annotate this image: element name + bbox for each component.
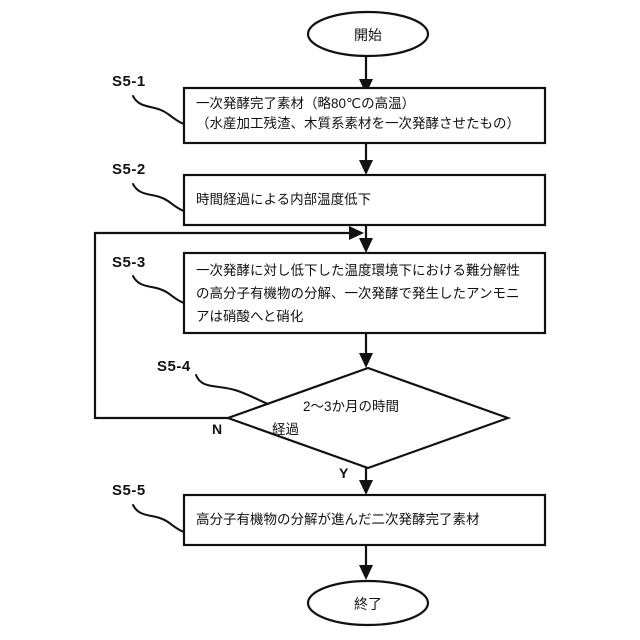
s5-1-leader-line bbox=[132, 95, 185, 125]
end-terminal-shape bbox=[306, 579, 430, 627]
s5-1-text-line-2: （水産加工残渣、木質系素材を一次発酵させたもの） bbox=[196, 116, 520, 131]
s5-5-box-shape bbox=[182, 493, 547, 547]
step-label-s5-3: S5-3 bbox=[112, 254, 146, 271]
step-label-s5-2: S5-2 bbox=[112, 161, 146, 178]
arrowhead-s5-2-to-s5-3 bbox=[359, 238, 373, 253]
arrowhead-s5-3-to-s5-4 bbox=[359, 353, 373, 368]
arrowhead-s5-4-to-s5-5 bbox=[359, 480, 373, 495]
branch-label-no: N bbox=[212, 421, 223, 437]
arrowhead-s5-5-to-end bbox=[359, 565, 373, 580]
s5-4-leader-line bbox=[195, 374, 269, 405]
s5-5-leader-line bbox=[132, 504, 185, 533]
start-terminal-label: 開始 bbox=[354, 27, 382, 43]
arrowhead-feedback-loop bbox=[349, 226, 364, 240]
s5-3-leader-line bbox=[132, 275, 185, 304]
s5-2-box-shape bbox=[182, 173, 547, 227]
s5-5-text-line-1: 高分子有機物の分解が進んだ二次発酵完了素材 bbox=[196, 512, 480, 527]
s5-4-text-line-1: 2～3か月の時間 bbox=[303, 399, 400, 414]
step-label-s5-4: S5-4 bbox=[157, 358, 191, 375]
connector-feedback-loop bbox=[93, 231, 352, 420]
s5-3-text-line-3: アは硝酸へと硝化 bbox=[196, 309, 304, 324]
s5-4-decision-shape bbox=[224, 366, 512, 470]
s5-1-text-line-1: 一次発酵完了素材（略80℃の高温） bbox=[196, 96, 416, 111]
s5-1-box-shape bbox=[182, 86, 547, 145]
s5-3-box-shape bbox=[182, 251, 547, 335]
s5-3-text-line-1: 一次発酵に対し低下した温度環境下における難分解性 bbox=[196, 263, 520, 278]
branch-label-yes: Y bbox=[339, 465, 349, 481]
s5-2-leader-line bbox=[132, 183, 185, 212]
s5-3-text-line-2: の高分子有機物の分解、一次発酵で発生したアンモニ bbox=[196, 286, 520, 301]
s5-4-text-line-2: 経過 bbox=[272, 422, 299, 437]
step-label-s5-1: S5-1 bbox=[112, 73, 146, 90]
step-label-s5-5: S5-5 bbox=[112, 482, 146, 499]
end-terminal-label: 終了 bbox=[354, 596, 382, 612]
s5-2-text-line-1: 時間経過による内部温度低下 bbox=[196, 192, 372, 207]
arrowhead-s5-1-to-s5-2 bbox=[359, 160, 373, 175]
arrowhead-start-to-s5-1 bbox=[359, 79, 373, 94]
start-terminal-shape bbox=[306, 10, 430, 58]
